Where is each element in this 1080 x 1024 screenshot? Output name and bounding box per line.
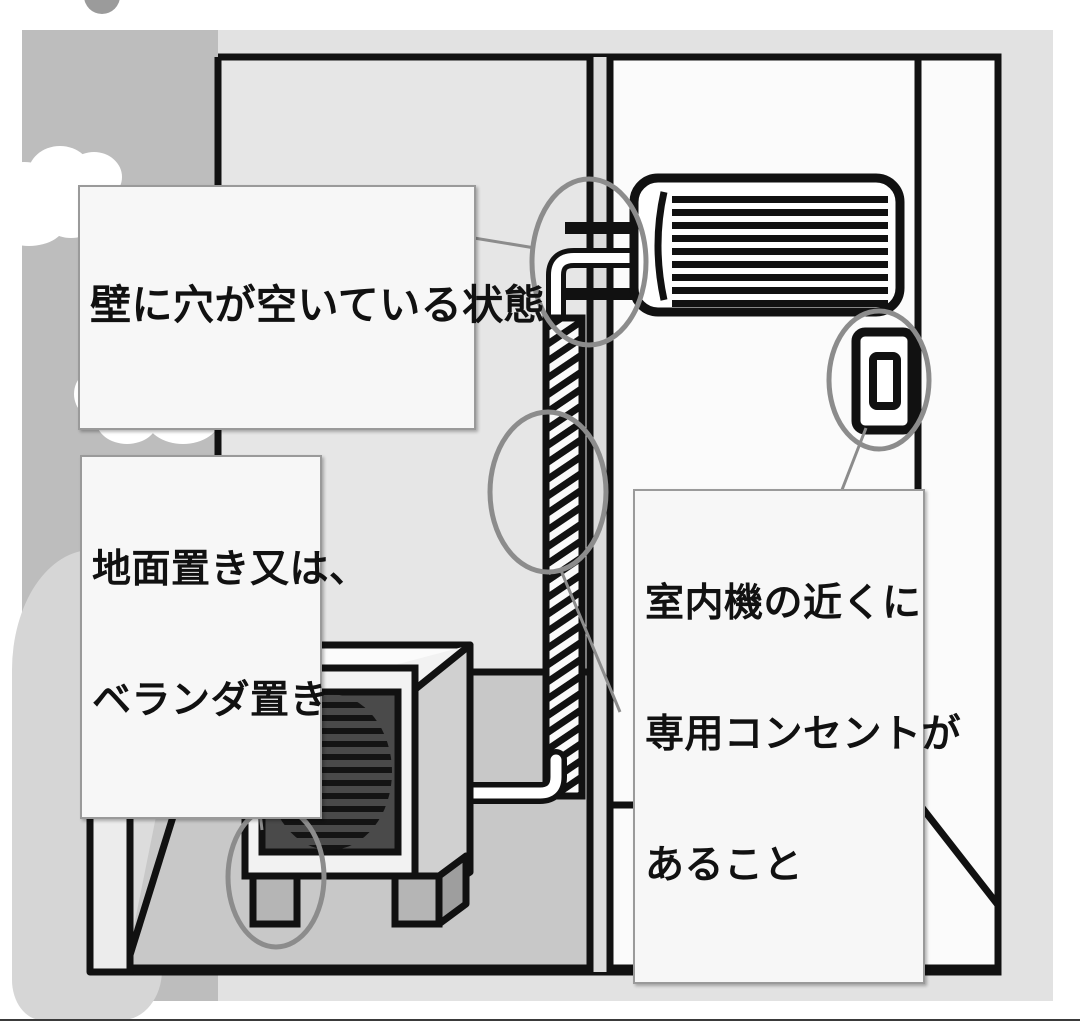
bottom-divider-rule	[0, 1019, 1080, 1021]
leader-line-pipe	[558, 567, 622, 713]
callout-ground-placement-line-2: ベランダ置き	[92, 678, 330, 724]
drain-pipe-insulated	[452, 314, 586, 804]
callout-dedicated-outlet: 室内機の近くに 専用コンセントが あること	[633, 489, 962, 985]
power-outlet	[851, 327, 917, 435]
callout-ground-placement: 地面置き又は、 ベランダ置き	[80, 455, 369, 820]
leader-line-wall-hole	[473, 236, 536, 250]
pipe-circle	[487, 409, 609, 575]
louver-slats	[672, 196, 888, 307]
callout-wall-hole: 壁に穴が空いている状態	[78, 185, 546, 430]
wall-hole-with-pipe	[546, 222, 654, 330]
top-partial-circle-decoration	[84, 0, 120, 14]
dividing-wall	[185, 57, 614, 972]
leader-line-outlet	[838, 427, 868, 496]
callout-dedicated-outlet-line-2: 専用コンセントが	[645, 712, 962, 758]
wall-hole-circle	[529, 176, 649, 348]
callout-wall-hole-line-1: 壁に穴が空いている状態	[90, 280, 546, 329]
callout-dedicated-outlet-line-3: あること	[645, 843, 804, 889]
callout-ground-placement-line-1: 地面置き又は、	[92, 547, 369, 593]
indoor-air-conditioner-unit	[629, 173, 905, 317]
outlet-circle	[826, 308, 932, 452]
callout-dedicated-outlet-line-1: 室内機の近くに	[645, 581, 922, 627]
